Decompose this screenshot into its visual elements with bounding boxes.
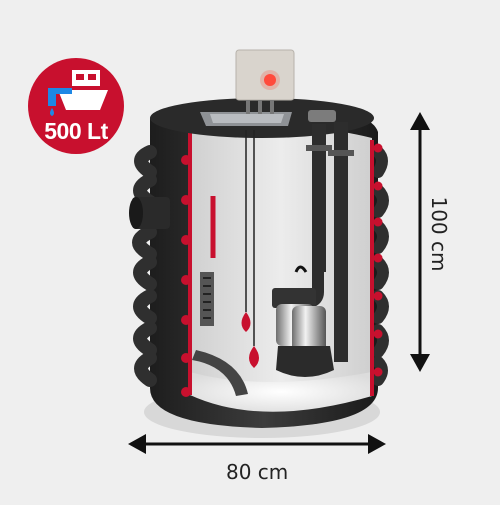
width-dimension-arrow bbox=[128, 434, 386, 454]
float-switch-icon bbox=[241, 130, 259, 368]
tank-inflow-icon bbox=[48, 70, 108, 116]
control-box-icon bbox=[235, 49, 295, 114]
screen-panels bbox=[192, 272, 248, 396]
capacity-badge: 500 Lt bbox=[28, 58, 124, 154]
pump-icon bbox=[272, 265, 334, 377]
cut-edge-markers bbox=[181, 143, 383, 397]
height-dimension-arrow bbox=[410, 112, 430, 372]
width-label: 80 cm bbox=[226, 460, 289, 484]
capacity-label: 500 Lt bbox=[44, 118, 108, 144]
height-label: 100 cm bbox=[427, 196, 451, 272]
